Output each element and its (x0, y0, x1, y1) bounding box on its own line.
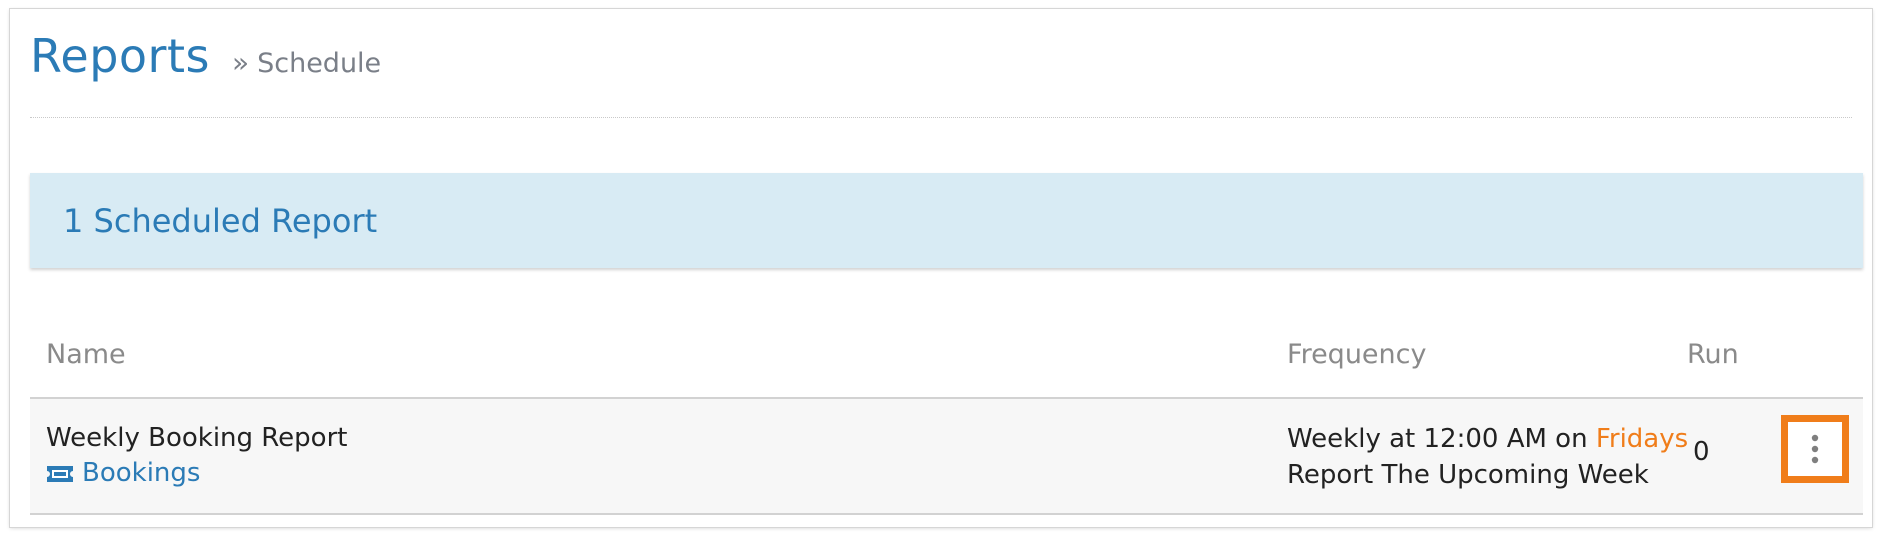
row-actions-button[interactable] (1781, 415, 1849, 483)
report-name: Weekly Booking Report (46, 423, 348, 453)
header-divider (30, 117, 1852, 118)
table-header: Name Frequency Run (30, 325, 1863, 399)
report-category-link[interactable]: Bookings (46, 455, 347, 491)
page-title: Reports (30, 29, 210, 83)
table-row: Weekly Booking Report Bookings Weekly at… (30, 399, 1863, 515)
page-header: Reports » Schedule (30, 29, 381, 89)
report-category-label: Bookings (82, 458, 201, 488)
scheduled-count-text: 1 Scheduled Report (63, 201, 378, 240)
column-header-frequency: Frequency (1287, 339, 1427, 370)
kebab-menu-icon (1811, 434, 1819, 464)
report-name-cell: Weekly Booking Report Bookings (46, 421, 347, 491)
frequency-detail: Report The Upcoming Week (1287, 460, 1649, 490)
report-frequency-cell: Weekly at 12:00 AM on Fridays Report The… (1287, 421, 1688, 493)
frequency-line: Weekly at 12:00 AM on Fridays (1287, 421, 1688, 457)
report-run-count: 0 (1693, 437, 1710, 467)
column-header-run: Run (1687, 339, 1739, 370)
scheduled-count-banner: 1 Scheduled Report (30, 173, 1863, 268)
frequency-prefix: Weekly at 12:00 AM on (1287, 424, 1588, 454)
reports-panel: Reports » Schedule 1 Scheduled Report Na… (10, 9, 1872, 527)
breadcrumb-current: Schedule (257, 48, 382, 79)
scheduled-reports-table: Name Frequency Run Weekly Booking Report… (30, 325, 1863, 515)
ticket-icon (47, 466, 73, 482)
frequency-day: Fridays (1595, 424, 1689, 454)
breadcrumb: » Schedule (232, 46, 381, 79)
column-header-name: Name (46, 339, 126, 370)
breadcrumb-separator: » (231, 46, 250, 79)
